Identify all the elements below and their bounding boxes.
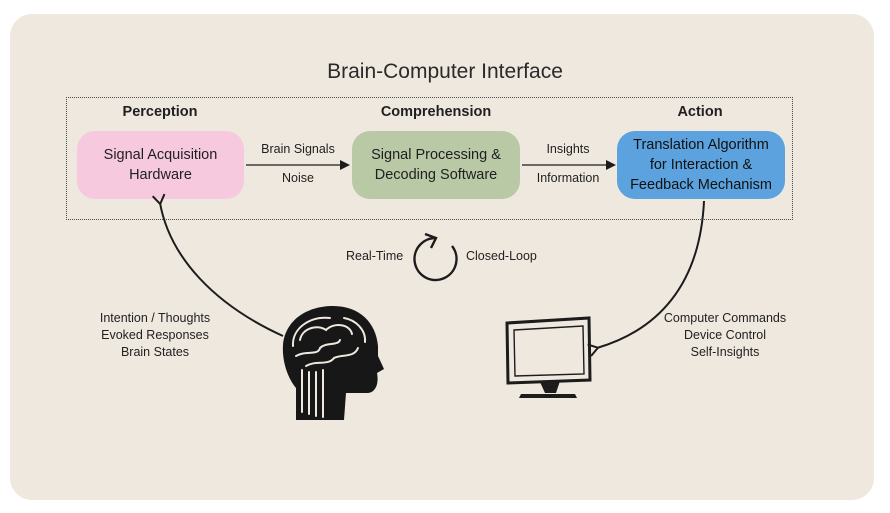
edge-label-information: Information <box>536 171 600 185</box>
edge-label-noise: Noise <box>282 171 314 185</box>
output-label-3: Self-Insights <box>690 345 760 359</box>
input-label-2: Evoked Responses <box>101 328 209 342</box>
output-label-2: Device Control <box>684 328 766 342</box>
loop-label-closed-loop: Closed-Loop <box>466 249 537 263</box>
input-label-1: Intention / Thoughts <box>99 311 211 325</box>
stage-perception-label: Perception <box>122 104 198 120</box>
loop-label-real-time: Real-Time <box>346 249 404 263</box>
diagram-card <box>10 14 874 500</box>
stage-action-label: Action <box>677 104 723 120</box>
diagram-title: Brain-Computer Interface <box>327 60 563 83</box>
input-label-3: Brain States <box>120 345 190 359</box>
signal-acquisition-box: Signal Acquisition Hardware <box>77 131 244 199</box>
edge-label-insights: Insights <box>546 142 590 156</box>
signal-processing-box: Signal Processing & Decoding Software <box>352 131 520 199</box>
stage-comprehension-label: Comprehension <box>380 104 492 120</box>
output-label-1: Computer Commands <box>663 311 787 325</box>
bci-pipeline-frame <box>66 97 793 220</box>
translation-algorithm-box: Translation Algorithm for Interaction & … <box>617 131 785 199</box>
edge-label-brain-signals: Brain Signals <box>261 142 335 156</box>
